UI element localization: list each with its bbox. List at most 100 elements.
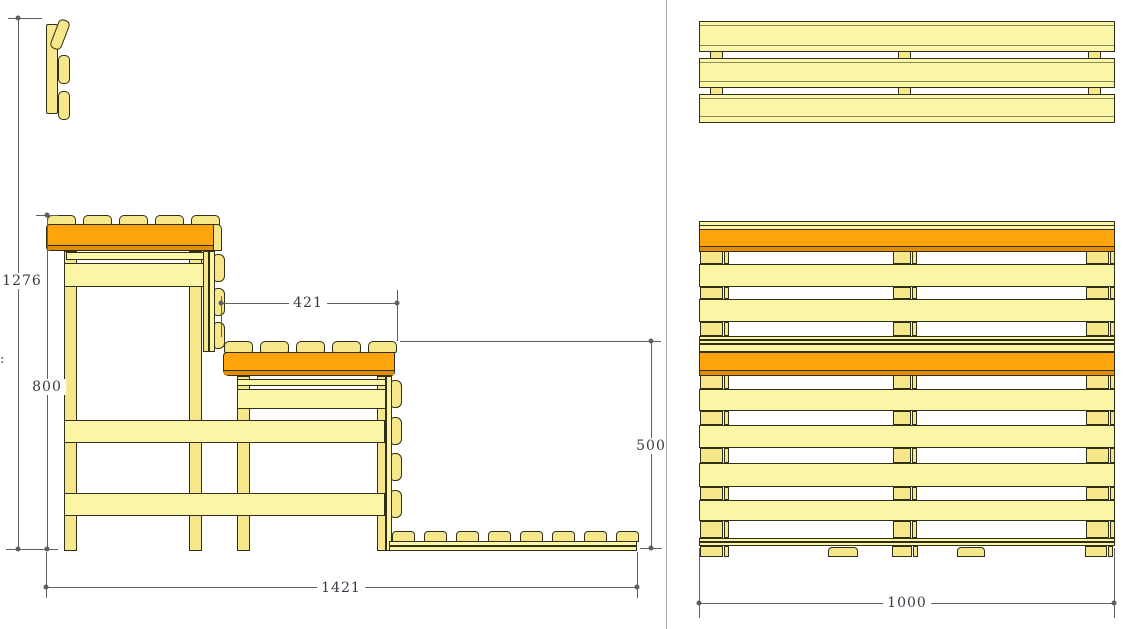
front-leg-group	[893, 521, 917, 538]
front-leg-group	[700, 487, 729, 500]
riser-board-end	[391, 380, 402, 408]
front-leg-group	[893, 448, 917, 463]
upper-bench-rail	[64, 263, 214, 287]
upper-bench-apron	[46, 224, 214, 251]
left-edge-fragment: :	[0, 352, 5, 367]
floor-slat	[488, 531, 511, 542]
front-leg-group	[1086, 487, 1115, 500]
dim-tick	[696, 600, 702, 606]
dim-tick	[648, 545, 654, 551]
front-leg-group	[700, 448, 729, 463]
front-leg-group	[700, 322, 729, 336]
front-foot	[1085, 546, 1113, 557]
front-leg-group	[1086, 521, 1115, 538]
front-leg-group	[893, 487, 917, 500]
bench-leg	[377, 376, 386, 551]
ext-line	[1114, 548, 1115, 618]
riser-board-end	[214, 322, 225, 349]
ext-line	[397, 290, 398, 341]
dim-label-1421: 1421	[317, 580, 365, 596]
front-leg-group	[700, 375, 729, 389]
floor-board	[389, 541, 637, 546]
upper-riser-board	[203, 251, 209, 352]
dim-label-1000: 1000	[883, 595, 931, 611]
bench-top-edge	[699, 340, 1115, 344]
upper-bench-rail-thin	[66, 252, 213, 260]
front-leg-group	[700, 411, 729, 425]
floor-slat	[616, 531, 639, 542]
dim-label-500: 500	[632, 438, 670, 454]
front-leg-group	[893, 287, 917, 299]
ext-line	[46, 552, 47, 598]
front-foot	[700, 546, 729, 557]
dim-tick	[44, 212, 50, 218]
riser-board-end	[214, 254, 225, 282]
ext-line	[400, 341, 661, 342]
lower-seat-edge	[699, 344, 1115, 352]
front-leg-group	[700, 251, 729, 264]
dim-label-1276: 1276	[0, 273, 46, 289]
front-leg-group	[1086, 251, 1115, 264]
backrest-board	[699, 94, 1115, 123]
front-leg-group	[893, 322, 917, 336]
front-foot	[892, 546, 918, 557]
front-leg-group	[1086, 287, 1115, 299]
front-board	[699, 264, 1115, 287]
bench-leg	[189, 251, 202, 551]
stretcher-rail	[64, 493, 385, 516]
side-view: 1276 800 421 500 1421 :	[0, 15, 670, 598]
upper-bench-end-cap	[213, 224, 222, 251]
front-leg-group	[1086, 375, 1115, 389]
backrest-detail-slat	[58, 55, 70, 84]
dim-tick	[1111, 600, 1117, 606]
ext-line	[6, 549, 58, 550]
front-leg-group	[700, 287, 729, 299]
backrest-board	[699, 21, 1115, 52]
riser-board-end	[391, 490, 402, 518]
backrest-detail-slat	[58, 91, 70, 120]
view-divider-line	[666, 0, 667, 629]
stretcher-rail	[64, 420, 385, 443]
lower-bench-apron	[223, 352, 395, 376]
dim-tick	[43, 584, 49, 590]
front-board	[699, 500, 1115, 521]
floor-slat	[520, 531, 543, 542]
front-board	[699, 425, 1115, 448]
floor-slat	[392, 531, 415, 542]
floor-board	[389, 546, 637, 551]
front-leg-group	[1086, 322, 1115, 336]
floor-bearer-end	[957, 547, 985, 557]
upper-apron-front	[699, 229, 1115, 252]
front-leg-group	[893, 411, 917, 425]
ext-line	[637, 552, 638, 598]
riser-board-end	[391, 417, 402, 445]
lower-bench-rail-thin	[237, 379, 386, 386]
front-leg-group	[893, 375, 917, 389]
backrest-board	[699, 58, 1115, 88]
lower-bench-rail	[237, 389, 386, 409]
front-view: 1000	[696, 0, 1119, 629]
dim-tick	[648, 338, 654, 344]
front-leg-group	[700, 521, 729, 538]
riser-board-end	[391, 453, 402, 481]
ext-line	[699, 548, 700, 618]
ext-line	[221, 296, 222, 337]
front-board	[699, 299, 1115, 322]
dim-tick	[394, 300, 400, 306]
floor-slat	[584, 531, 607, 542]
bench-leg	[64, 251, 77, 551]
floor-slat	[552, 531, 575, 542]
dim-label-800: 800	[28, 379, 66, 395]
front-leg-group	[893, 251, 917, 264]
lower-apron-front	[699, 352, 1115, 376]
floor-slat	[424, 531, 447, 542]
bench-top-edge	[699, 336, 1115, 340]
ext-line	[8, 18, 42, 19]
dim-label-421: 421	[289, 295, 327, 311]
front-leg-group	[1086, 448, 1115, 463]
floor-slat	[456, 531, 479, 542]
front-board	[699, 389, 1115, 411]
dim-tick	[15, 15, 21, 21]
floor-bearer-end	[828, 547, 858, 557]
